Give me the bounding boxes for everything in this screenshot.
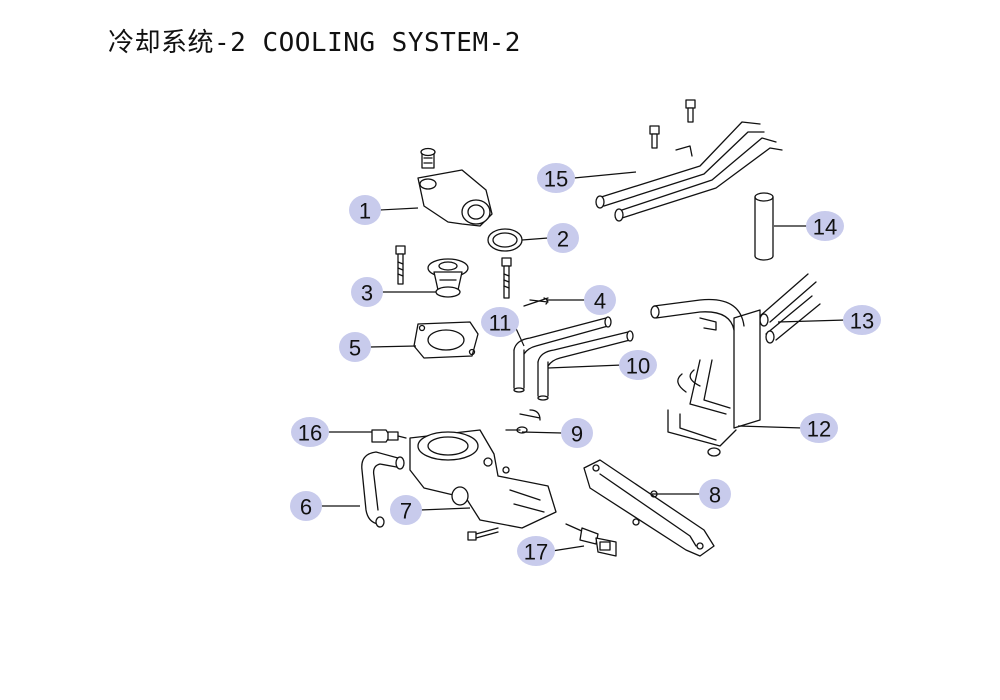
- callout-4-badge: [584, 285, 616, 315]
- callout-3-badge: [351, 277, 383, 307]
- callout-6-badge: [290, 491, 322, 521]
- callout-16: 16: [291, 417, 329, 447]
- callout-5: 5: [339, 332, 371, 362]
- part-3-thermostat: [427, 258, 469, 298]
- part-12-heater-assembly: [650, 298, 761, 457]
- part-2-o-ring: [487, 228, 523, 252]
- part-9-clamps: [505, 409, 541, 434]
- part-8-gasket-plate: [583, 459, 715, 557]
- part-5-gasket: [413, 321, 479, 359]
- callout-8-number: 8: [709, 483, 721, 508]
- callout-4-number: 4: [594, 289, 606, 314]
- callout-9: 9: [561, 418, 593, 448]
- callout-8: 8: [699, 479, 731, 509]
- callout-11: 11: [481, 307, 519, 337]
- callout-12-number: 12: [807, 417, 831, 442]
- callout-16-number: 16: [298, 421, 322, 446]
- callout-11-number: 11: [489, 311, 512, 336]
- bolt-left: [395, 245, 406, 285]
- callout-15-number: 15: [544, 167, 568, 192]
- callout-2-number: 2: [557, 227, 569, 252]
- callout-13: 13: [843, 305, 881, 335]
- callout-4: 4: [584, 285, 616, 315]
- callout-8-badge: [699, 479, 731, 509]
- callout-3: 3: [351, 277, 383, 307]
- callout-12-badge: [800, 413, 838, 443]
- callout-7-number: 7: [400, 499, 412, 524]
- callout-15: 15: [537, 163, 575, 193]
- part-1-thermostat-cover: [417, 147, 493, 227]
- part-13-pipes: [759, 273, 821, 344]
- callout-5-badge: [339, 332, 371, 362]
- callout-2: 2: [547, 223, 579, 253]
- callout-11-badge: [481, 307, 519, 337]
- callout-6: 6: [290, 491, 322, 521]
- part-16-sensor: [371, 429, 407, 443]
- callout-7: 7: [390, 495, 422, 525]
- callout-10-badge: [619, 350, 657, 380]
- bolt-right: [501, 257, 512, 299]
- part-10-11-hoses: [513, 316, 634, 401]
- callout-1: 1: [349, 195, 381, 225]
- part-14-pipe: [754, 192, 774, 261]
- callout-6-number: 6: [300, 495, 312, 520]
- callout-10: 10: [619, 350, 657, 380]
- callout-14-number: 14: [813, 215, 837, 240]
- callout-1-badge: [349, 195, 381, 225]
- callout-7-badge: [390, 495, 422, 525]
- callout-13-number: 13: [850, 309, 874, 334]
- callout-12: 12: [800, 413, 838, 443]
- callout-9-badge: [561, 418, 593, 448]
- callout-14-badge: [806, 211, 844, 241]
- callout-15-badge: [537, 163, 575, 193]
- part-15-pipe-assembly: [595, 99, 783, 222]
- callout-9-number: 9: [571, 422, 583, 447]
- callout-17-number: 17: [524, 540, 548, 565]
- callout-14: 14: [806, 211, 844, 241]
- part-6-hose: [361, 451, 405, 528]
- callout-17-badge: [517, 536, 555, 566]
- callout-5-number: 5: [349, 336, 361, 361]
- part-7-housing: [409, 429, 557, 541]
- callout-10-number: 10: [626, 354, 650, 379]
- callout-1-number: 1: [359, 199, 371, 224]
- part-4-clip: [523, 297, 549, 307]
- part-17-sensor: [565, 523, 617, 557]
- callout-16-badge: [291, 417, 329, 447]
- callout-13-badge: [843, 305, 881, 335]
- page-title: 冷却系统-2 COOLING SYSTEM-2: [108, 28, 521, 58]
- callout-2-badge: [547, 223, 579, 253]
- callout-17: 17: [517, 536, 555, 566]
- leader-lines: [320, 171, 847, 552]
- callout-3-number: 3: [361, 281, 373, 306]
